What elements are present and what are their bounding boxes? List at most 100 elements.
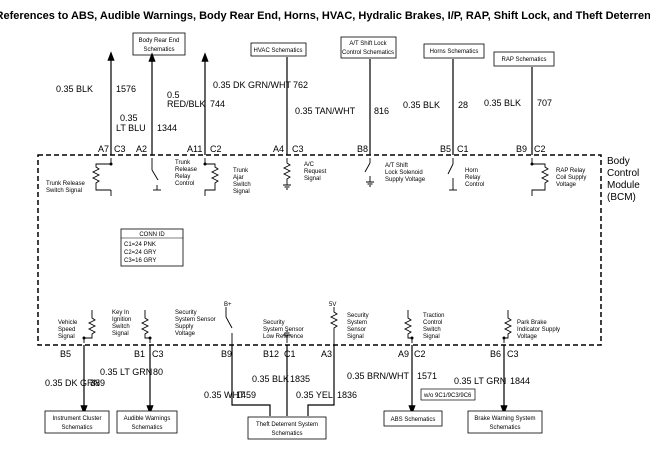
traction-label: Traction Control Switch Signal — [423, 313, 444, 340]
rap-box[interactable]: RAP Schematics — [493, 51, 555, 67]
svg-text:Schematics: Schematics — [489, 425, 520, 431]
svg-text:Trunk: Trunk — [175, 160, 191, 166]
conn-id-label: CONN ID — [139, 232, 165, 238]
svg-text:Signal: Signal — [233, 189, 250, 195]
horn-label: Horn Relay Control — [465, 168, 484, 188]
svg-text:C2: C2 — [210, 144, 222, 154]
svg-text:B6: B6 — [490, 349, 501, 359]
horns-box[interactable]: Horns Schematics — [423, 43, 485, 59]
svg-text:1835: 1835 — [290, 374, 310, 384]
svg-text:Security: Security — [263, 320, 285, 326]
svg-text:0.5: 0.5 — [167, 90, 180, 100]
hvac-box[interactable]: HVAC Schematics — [250, 42, 307, 57]
svg-text:Security: Security — [347, 313, 369, 319]
svg-text:Traction: Traction — [423, 313, 444, 319]
svg-text:Switch Signal: Switch Signal — [46, 188, 82, 194]
svg-text:Relay: Relay — [465, 175, 480, 181]
svg-text:Park Brake: Park Brake — [517, 320, 547, 326]
bcm-name: Body Control Module (BCM) — [607, 156, 640, 203]
security-supply-switch: B+ — [224, 302, 233, 345]
abs-box[interactable]: ABS Schematics — [383, 410, 443, 427]
svg-text:A11: A11 — [187, 144, 202, 154]
svg-text:Voltage: Voltage — [556, 182, 577, 188]
vehicle-speed-circuit — [82, 310, 97, 343]
wire-vehicle-speed: B5 0.35 DK GRN 389 — [45, 345, 105, 415]
svg-text:RED/BLK: RED/BLK — [167, 99, 206, 109]
svg-text:Voltage: Voltage — [517, 334, 538, 340]
svg-text:0.35 BLK: 0.35 BLK — [252, 374, 289, 384]
theft-deterrent-box[interactable]: Theft Deterrent System Schematics — [247, 416, 327, 440]
trunk-release-circuit — [91, 158, 113, 196]
trunk-relay-label: Trunk Release Relay Control — [175, 160, 198, 187]
svg-text:B5: B5 — [440, 144, 451, 154]
svg-text:Schematics: Schematics — [131, 425, 162, 431]
svg-text:1571: 1571 — [417, 371, 437, 381]
wire-shift-lock: 0.35 TAN/WHT 816 B8 — [295, 59, 389, 155]
security-low-ground — [283, 330, 291, 343]
conn-id-box: CONN ID C1=24 PNK C2=24 GRY C3=16 GRY — [120, 228, 184, 267]
svg-text:Horns Schematics: Horns Schematics — [430, 49, 479, 55]
security-low-label: Security System Sensor Low Reference — [263, 320, 304, 340]
svg-text:A3: A3 — [321, 349, 332, 359]
svg-text:Key In: Key In — [112, 310, 129, 316]
svg-text:A7: A7 — [98, 144, 109, 154]
svg-text:A/C: A/C — [304, 162, 315, 168]
svg-text:System Sensor: System Sensor — [263, 327, 304, 333]
svg-text:0.35 BLK: 0.35 BLK — [56, 84, 93, 94]
svg-text:1344: 1344 — [157, 123, 177, 133]
shift-lock-box[interactable]: A/T Shift Lock Control Schematics — [340, 36, 397, 59]
svg-text:Signal: Signal — [58, 334, 75, 340]
svg-text:System Sensor: System Sensor — [175, 317, 216, 323]
svg-text:0.35 LT GRN: 0.35 LT GRN — [454, 376, 506, 386]
svg-text:1459: 1459 — [236, 390, 256, 400]
five-v-label: 5V — [329, 302, 336, 308]
wire-traction: A9 C2 0.35 BRN/WHT 1571 — [347, 345, 437, 415]
svg-text:B12: B12 — [263, 349, 279, 359]
svg-text:Signal: Signal — [304, 176, 321, 182]
svg-text:C3: C3 — [114, 144, 126, 154]
audible-warnings-box[interactable]: Audible Warnings Schematics — [116, 410, 178, 434]
svg-text:Audible Warnings: Audible Warnings — [124, 416, 171, 422]
horn-switch — [447, 158, 457, 191]
svg-text:Switch: Switch — [423, 327, 441, 333]
wire-trunk-ajar: 0.5 RED/BLK 744 A11 C2 — [167, 52, 225, 155]
svg-text:Schematics: Schematics — [143, 47, 174, 53]
svg-text:Module: Module — [607, 180, 640, 191]
svg-text:Ajar: Ajar — [233, 175, 244, 181]
brake-warning-box[interactable]: Brake Warning System Schematics — [467, 410, 543, 434]
svg-text:1836: 1836 — [337, 390, 357, 400]
svg-text:Schematics: Schematics — [61, 425, 92, 431]
svg-text:Switch: Switch — [233, 182, 251, 188]
security-signal-circuit: 5V — [329, 302, 339, 345]
svg-text:Request: Request — [304, 169, 327, 175]
rap-label: RAP Relay Coil Supply Voltage — [556, 168, 586, 188]
svg-text:A9: A9 — [398, 349, 409, 359]
conn-id-c1: C1=24 PNK — [124, 242, 156, 248]
svg-text:Theft Deterrent System: Theft Deterrent System — [256, 422, 318, 428]
instrument-cluster-box[interactable]: Instrument Cluster Schematics — [44, 410, 110, 434]
shift-lock-label: A/T Shift Lock Solenoid Supply Voltage — [385, 163, 426, 183]
svg-text:Vehicle: Vehicle — [58, 320, 78, 326]
park-brake-circuit — [502, 310, 513, 343]
trunk-ajar-label: Trunk Ajar Switch Signal — [233, 168, 251, 195]
b-plus-label: B+ — [224, 302, 232, 308]
conn-id-c2: C2=24 GRY — [124, 250, 156, 256]
body-rear-end-box[interactable]: Body Rear End Schematics — [132, 32, 186, 56]
wire-security-low: B12 C1 0.35 BLK 1835 — [252, 345, 310, 416]
svg-text:C3: C3 — [152, 349, 164, 359]
svg-text:(BCM): (BCM) — [607, 192, 636, 203]
svg-text:707: 707 — [537, 98, 552, 108]
traction-circuit — [403, 310, 414, 343]
svg-text:0.35 WHT: 0.35 WHT — [204, 390, 245, 400]
svg-text:A/T Shift: A/T Shift — [385, 163, 408, 169]
svg-text:0.35 BLK: 0.35 BLK — [484, 98, 521, 108]
svg-text:C1: C1 — [284, 349, 296, 359]
svg-text:0.35 YEL: 0.35 YEL — [296, 390, 333, 400]
svg-text:System: System — [347, 320, 367, 326]
svg-text:B8: B8 — [357, 144, 368, 154]
trunk-relay-switch — [151, 158, 161, 191]
svg-text:C2: C2 — [414, 349, 426, 359]
svg-text:C3: C3 — [507, 349, 519, 359]
svg-text:RAP Relay: RAP Relay — [556, 168, 585, 174]
